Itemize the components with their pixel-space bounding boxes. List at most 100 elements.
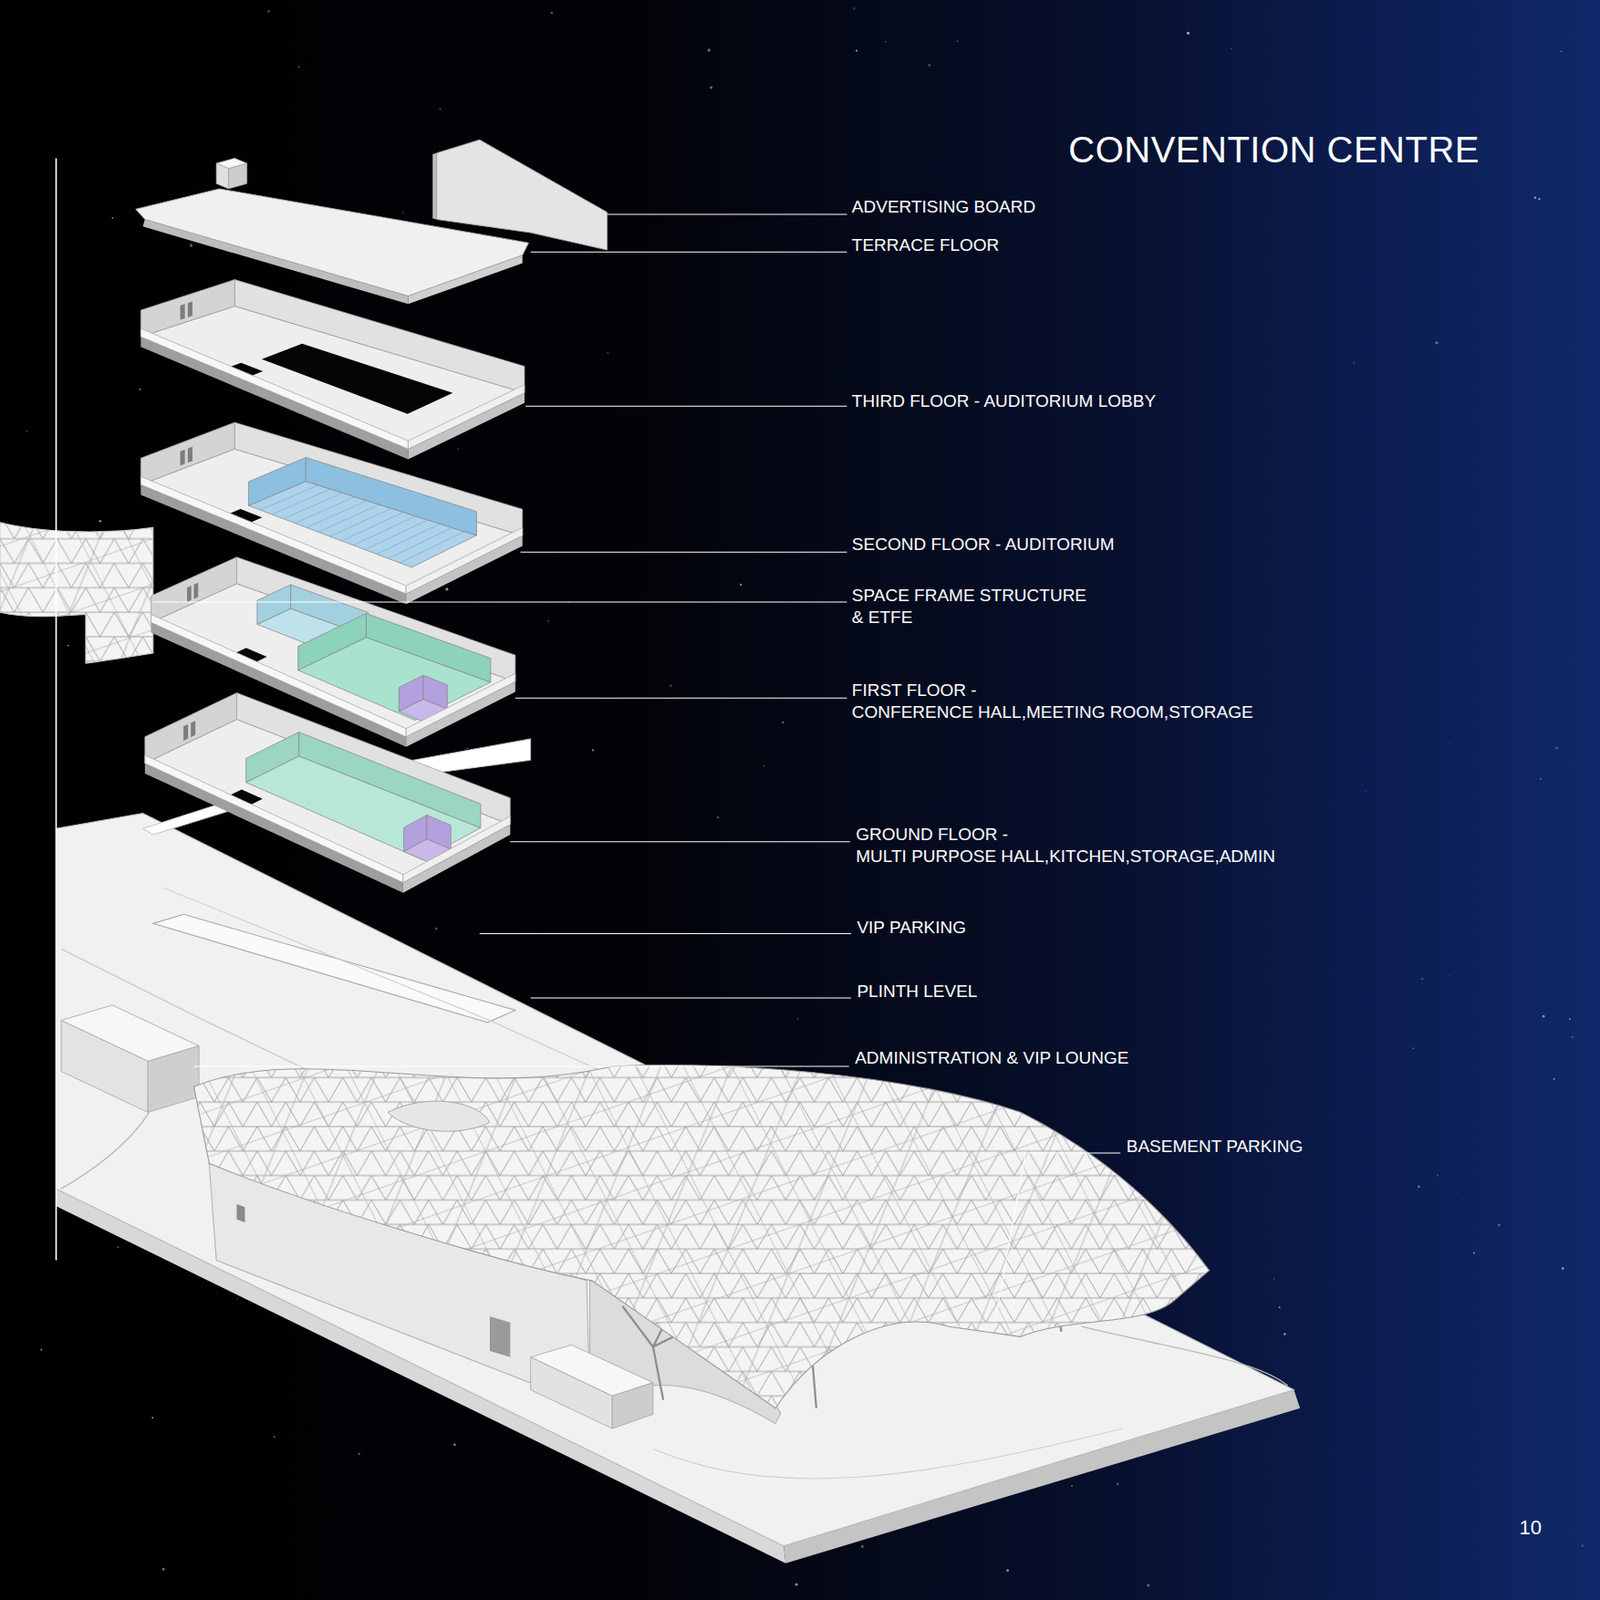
frame-rule bbox=[55, 157, 58, 1260]
floor-slab bbox=[405, 527, 523, 594]
floor-slab bbox=[183, 724, 188, 741]
star-field bbox=[189, 243, 193, 247]
floor-slab bbox=[140, 476, 406, 594]
floor-slab bbox=[140, 422, 235, 485]
star-field bbox=[763, 765, 765, 767]
site-base bbox=[61, 1020, 148, 1113]
star-field bbox=[606, 351, 610, 354]
terrace-slab bbox=[216, 157, 248, 168]
star-field bbox=[453, 1443, 457, 1446]
floor-slab bbox=[398, 675, 424, 712]
leader-line bbox=[194, 1065, 850, 1067]
leader-line bbox=[525, 405, 847, 407]
site-base bbox=[194, 1065, 1210, 1409]
floor-slab bbox=[353, 516, 416, 546]
star-field bbox=[1417, 1185, 1420, 1188]
star-field bbox=[1449, 974, 1452, 977]
star-field bbox=[1497, 1224, 1501, 1227]
floor-slab bbox=[259, 485, 318, 510]
floor-slab bbox=[187, 301, 193, 318]
star-field bbox=[1186, 31, 1190, 35]
star-field bbox=[1534, 196, 1538, 199]
floor-slab bbox=[246, 732, 300, 783]
star-field bbox=[861, 1545, 864, 1549]
leader-line bbox=[479, 933, 852, 935]
floor-slab bbox=[151, 557, 238, 624]
floor-slab bbox=[257, 584, 291, 624]
star-field bbox=[1539, 778, 1542, 780]
star-field bbox=[162, 1568, 166, 1571]
floor-slab bbox=[364, 519, 428, 551]
star-field bbox=[445, 587, 448, 591]
star-field bbox=[855, 49, 858, 52]
callout-label: SPACE FRAME STRUCTURE & ETFE bbox=[851, 584, 1087, 629]
star-field bbox=[40, 1349, 42, 1351]
star-field bbox=[1116, 1483, 1120, 1486]
star-field bbox=[435, 927, 437, 930]
star-field bbox=[1571, 1036, 1575, 1039]
star-field bbox=[1455, 1191, 1458, 1194]
floor-slab bbox=[140, 448, 522, 594]
star-field bbox=[668, 1509, 671, 1512]
floor-slab bbox=[403, 816, 510, 884]
leader-line bbox=[530, 997, 852, 999]
page-title: CONVENTION CENTRE bbox=[1068, 127, 1480, 172]
terrace-slab bbox=[432, 153, 437, 220]
star-field bbox=[956, 40, 959, 42]
floor-slab bbox=[145, 693, 510, 894]
star-field bbox=[781, 721, 784, 724]
floor-slab bbox=[140, 280, 525, 894]
star-field bbox=[1449, 741, 1452, 744]
site-base bbox=[653, 1428, 1123, 1479]
floor-slab bbox=[365, 613, 490, 683]
star-field bbox=[25, 430, 28, 433]
callout-label: SECOND FLOOR - AUDITORIUM bbox=[851, 533, 1115, 556]
star-field bbox=[739, 583, 743, 587]
star-field bbox=[467, 748, 468, 749]
star-field bbox=[653, 687, 655, 690]
leader-line bbox=[607, 213, 848, 215]
star-field bbox=[547, 620, 550, 623]
floor-slab bbox=[299, 732, 481, 829]
floor-slab bbox=[305, 457, 477, 535]
leader-line bbox=[153, 601, 848, 603]
floor-slab bbox=[388, 527, 453, 559]
site-base bbox=[612, 1382, 654, 1429]
star-field bbox=[1421, 977, 1423, 979]
floor-slab bbox=[140, 280, 235, 338]
floor-slab bbox=[145, 755, 404, 884]
star-field bbox=[1273, 1278, 1275, 1280]
star-field bbox=[1278, 1306, 1281, 1309]
star-field bbox=[1146, 1584, 1150, 1588]
floor-slab bbox=[399, 531, 465, 563]
callout-label: TERRACE FLOOR bbox=[851, 234, 1000, 257]
star-field bbox=[1553, 1078, 1556, 1081]
leader-line bbox=[519, 551, 847, 553]
floor-slab bbox=[405, 673, 516, 737]
callout-label: PLINTH LEVEL bbox=[856, 980, 977, 1003]
floor-slab bbox=[407, 384, 525, 449]
star-field bbox=[237, 1298, 239, 1299]
floor-slab bbox=[140, 280, 525, 460]
star-field bbox=[1412, 1047, 1414, 1050]
site-base bbox=[56, 799, 1301, 1564]
star-field bbox=[112, 217, 115, 219]
floor-slab bbox=[426, 815, 451, 850]
callout-label: GROUND FLOOR - MULTI PURPOSE HALL,KITCHE… bbox=[855, 823, 1276, 868]
leader-line bbox=[153, 214, 1121, 1322]
star-field bbox=[1542, 1015, 1546, 1019]
floor-slab bbox=[151, 613, 407, 737]
etfe-panel bbox=[0, 522, 154, 664]
star-field bbox=[592, 748, 594, 751]
site-base bbox=[387, 1101, 490, 1132]
callout-label: VIP PARKING bbox=[856, 916, 967, 939]
star-field bbox=[116, 1246, 119, 1248]
star-field bbox=[67, 644, 70, 647]
star-field bbox=[1070, 1485, 1073, 1487]
site-base bbox=[489, 1316, 510, 1358]
star-field bbox=[1436, 1174, 1439, 1176]
floor-slab bbox=[187, 446, 193, 464]
floor-slab bbox=[140, 328, 408, 449]
